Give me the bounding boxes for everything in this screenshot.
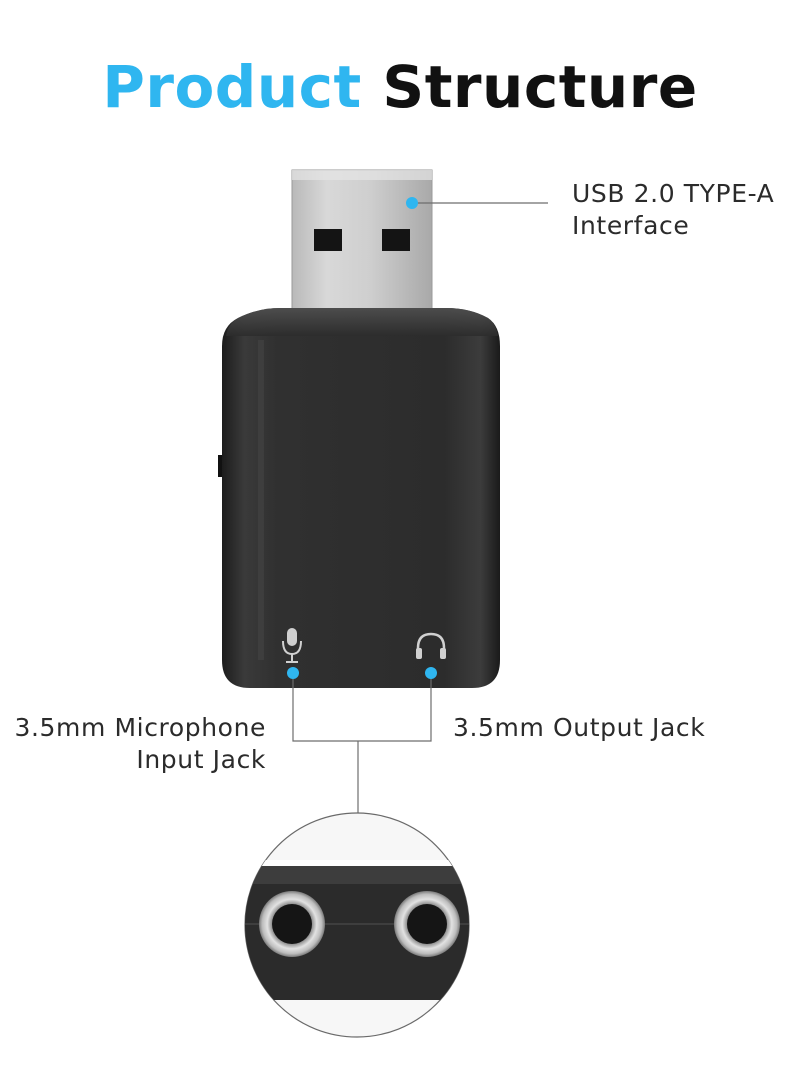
title-word-product: Product	[102, 53, 362, 121]
usb-interface-label: USB 2.0 TYPE-A Interface	[572, 178, 774, 242]
usb-contact-slot-left	[314, 229, 342, 251]
zoom-detail	[244, 812, 470, 1038]
mic-label-line2: Input Jack	[136, 745, 266, 774]
title-word-structure: Structure	[382, 53, 698, 121]
mic-marker-dot	[287, 667, 299, 679]
page-title: Product Structure	[0, 52, 800, 122]
callout-lines	[292, 202, 548, 813]
usb-connector	[291, 169, 433, 321]
side-notch	[218, 455, 222, 477]
usb-marker-dot	[406, 197, 418, 209]
headphones-icon	[416, 632, 446, 659]
microphone-icon	[282, 628, 302, 663]
mic-jack-label: 3.5mm Microphone Input Jack	[0, 712, 266, 776]
output-jack-label: 3.5mm Output Jack	[453, 712, 705, 744]
jack-callout-bracket	[292, 675, 432, 742]
output-marker-dot	[425, 667, 437, 679]
adapter-body	[218, 308, 500, 688]
output-label-line1: 3.5mm Output Jack	[453, 713, 706, 742]
usb-label-line2: Interface	[572, 211, 690, 240]
usb-contact-slot-right	[382, 229, 410, 251]
mic-label-line1: 3.5mm Microphone	[14, 713, 266, 742]
usb-label-line1: USB 2.0 TYPE-A	[572, 179, 775, 208]
